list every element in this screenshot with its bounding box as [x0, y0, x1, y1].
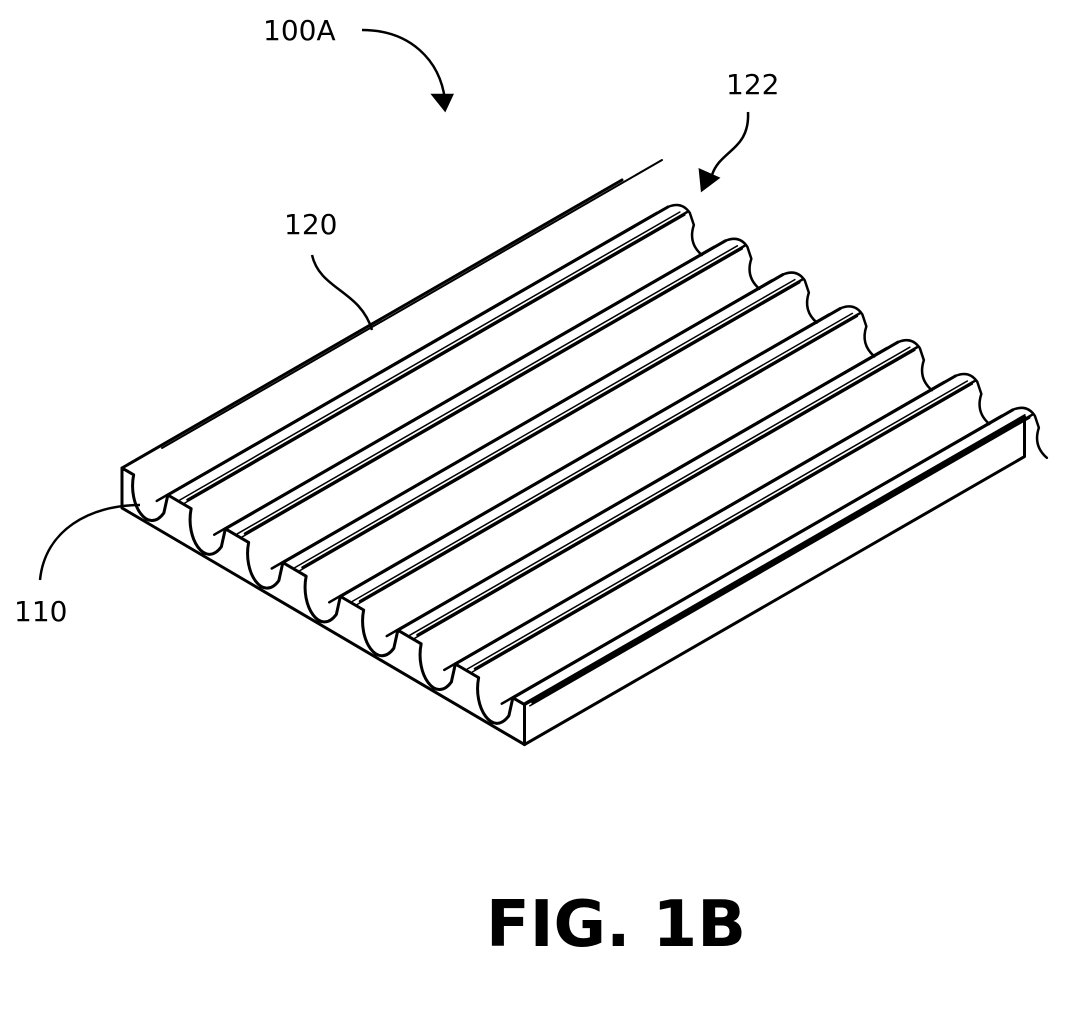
rib-5-end-cap	[896, 338, 934, 392]
rib-2-line-1	[223, 239, 727, 531]
rib-3-line-2	[294, 278, 796, 569]
rib-2-line-4	[243, 244, 747, 535]
rib-3-line-1	[281, 273, 785, 565]
leader-120	[310, 254, 374, 331]
figure-title: FIG. 1B	[486, 888, 746, 962]
rib-5-line-4	[416, 345, 919, 637]
rib-2-line-2	[236, 245, 739, 535]
rib-1-end-cap	[666, 203, 704, 257]
leader-110	[38, 503, 141, 581]
rib-3-line-3	[299, 281, 801, 572]
rib-2-end-cap	[724, 237, 761, 291]
rib-1-line-2	[179, 211, 681, 501]
rib-7-end-cap	[1011, 406, 1049, 460]
label-110: 110	[14, 595, 68, 628]
rib-6-end-cap	[954, 372, 991, 426]
leader-122	[710, 111, 750, 176]
arrowhead-122	[698, 167, 721, 193]
rib-1-line-1	[166, 205, 670, 497]
rib-3-end-cap	[781, 271, 819, 324]
leader-100A	[361, 28, 447, 101]
rib-4-line-1	[338, 306, 842, 598]
base-back-edge	[120, 178, 624, 470]
rib-1-line-4	[186, 210, 689, 502]
rib-6-line-3	[471, 383, 974, 673]
rib-6-line-2	[466, 380, 969, 670]
rib-5-line-1	[396, 340, 900, 632]
rib-3-line-4	[301, 278, 804, 569]
rib-7-line-2	[524, 414, 1026, 704]
edge-rib-line	[161, 159, 663, 449]
base-front-face	[120, 466, 526, 747]
rib-4-line-4	[358, 311, 862, 603]
base-right-face	[523, 415, 1026, 747]
rib-1-line-3	[184, 214, 686, 504]
rib-6-line-1	[453, 374, 957, 666]
rib-7-line-3	[529, 417, 1031, 707]
rib-7-line-1	[511, 408, 1015, 700]
rib-4-line-2	[351, 312, 854, 603]
rib-6-line-4	[473, 379, 977, 671]
label-120: 120	[284, 208, 338, 241]
rib-2-line-3	[241, 248, 744, 538]
rib-4-end-cap	[839, 305, 876, 358]
arrowhead-100A	[430, 93, 454, 113]
rib-5-line-2	[409, 346, 911, 636]
rib-5-line-3	[414, 349, 916, 639]
label-100A: 100A	[263, 14, 336, 47]
label-122: 122	[726, 68, 780, 101]
rib-7-line-4	[531, 413, 1034, 704]
rib-4-line-3	[356, 315, 859, 606]
